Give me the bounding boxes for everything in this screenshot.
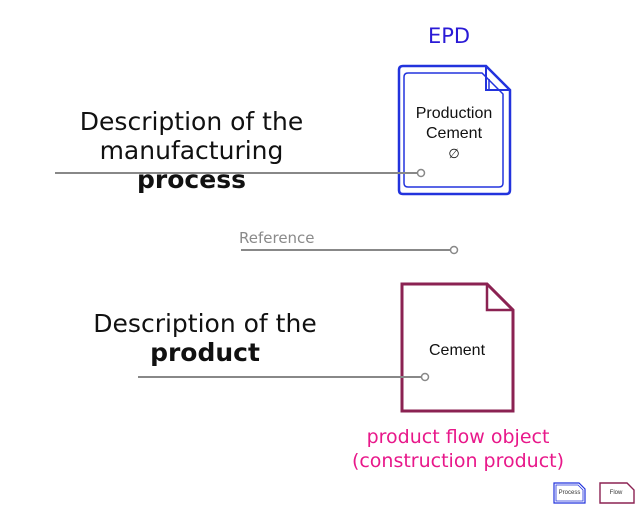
epd-doc-symbol: ∅ xyxy=(448,146,460,161)
product-description-line1: Description of the xyxy=(93,309,317,338)
reference-label: Reference xyxy=(239,229,315,247)
process-description-line1: Description of the xyxy=(79,107,304,136)
process-description-line2: manufacturing process xyxy=(54,136,329,194)
product-description-line2: product xyxy=(70,338,340,367)
epd-label: EPD xyxy=(428,24,471,48)
process-description-bold: process xyxy=(137,165,246,194)
epd-doc-line2: Cement xyxy=(425,125,483,142)
epd-doc-line1: Production xyxy=(415,105,493,122)
epd-document-text: Production Cement ∅ xyxy=(404,104,504,164)
reference-connector xyxy=(241,245,459,255)
legend-flow-icon xyxy=(599,482,635,504)
epd-process-document xyxy=(397,64,512,196)
product-connector xyxy=(138,372,430,382)
process-description-prefix: manufacturing xyxy=(99,136,284,165)
product-flow-label-line1: product flow object xyxy=(366,426,550,448)
process-connector xyxy=(55,168,426,178)
product-flow-document xyxy=(400,282,515,413)
legend-flow-label: Flow xyxy=(609,490,623,496)
product-flow-label: product flow object (construction produc… xyxy=(320,425,596,473)
process-description: Description of the manufacturing process xyxy=(54,107,329,194)
product-description: Description of the product xyxy=(70,309,340,367)
legend-process-label: Process xyxy=(558,490,581,496)
legend-process-icon xyxy=(553,482,586,504)
product-flow-label-line2: (construction product) xyxy=(351,450,565,472)
product-document-label: Cement xyxy=(428,342,486,359)
product-description-bold: product xyxy=(150,338,260,367)
